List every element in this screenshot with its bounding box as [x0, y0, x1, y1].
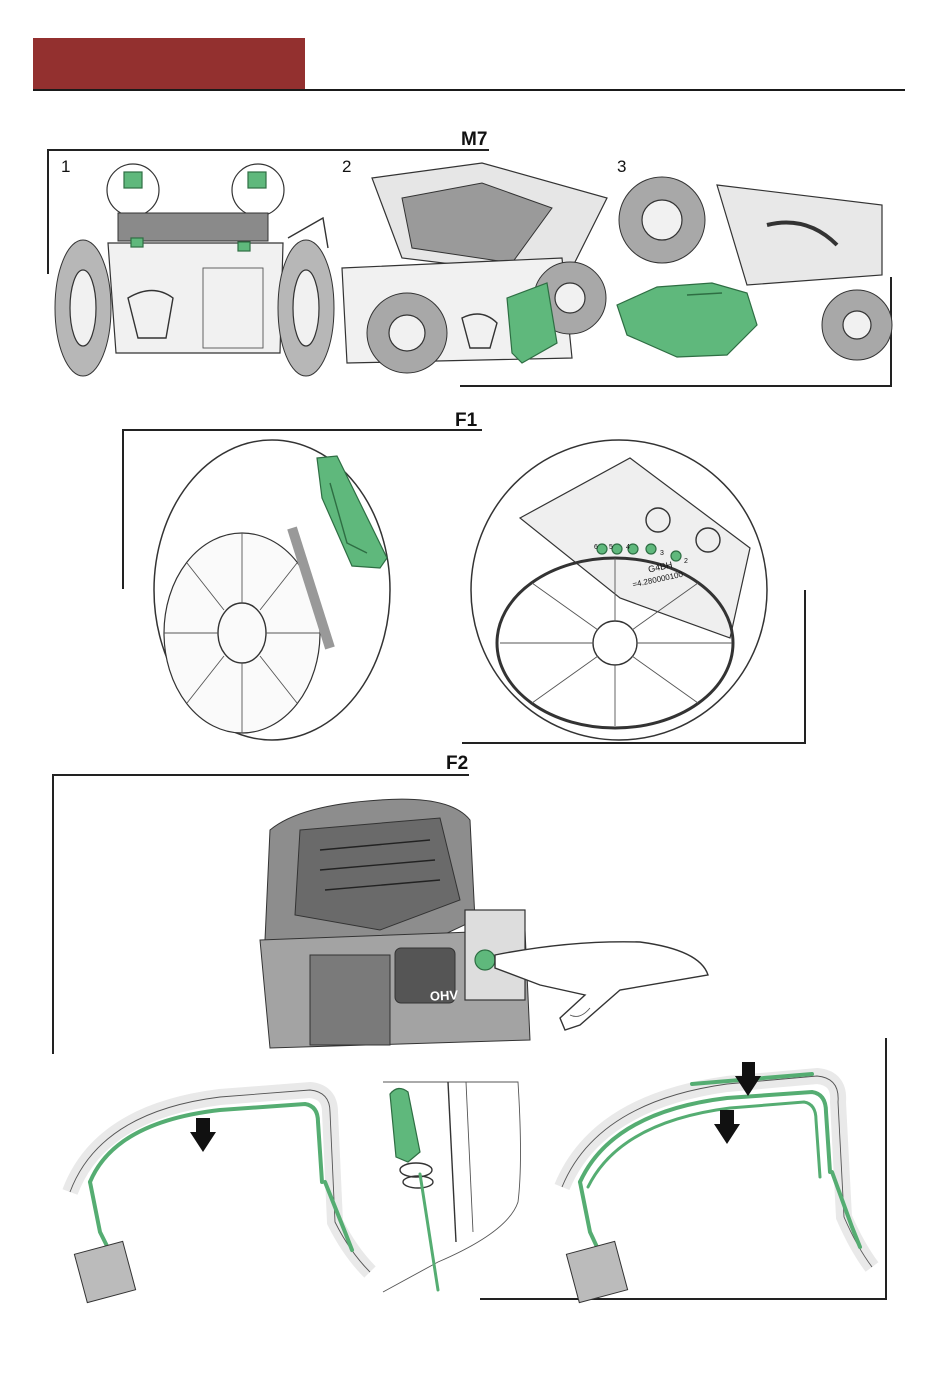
- height-marker-2: 2: [684, 558, 688, 565]
- f2-handle-left-illustration: [60, 1082, 380, 1302]
- height-marker-3: 3: [660, 550, 664, 557]
- section-label-f2: F2: [446, 753, 468, 775]
- m7-step-1-illustration: [48, 158, 338, 383]
- height-marker-6: 6: [594, 544, 598, 551]
- engine-badge-text: OHV: [423, 987, 466, 1004]
- section-label-m7: M7: [461, 129, 487, 151]
- m7-step-2-illustration: [342, 158, 610, 383]
- f1-wheel-closeup-illustration: [152, 438, 392, 743]
- height-marker-4: 4: [626, 544, 630, 551]
- header-color-bar: [33, 38, 305, 90]
- header-rule: [33, 89, 905, 91]
- m7-step-3-number: 3: [617, 157, 626, 177]
- f1-height-adjust-illustration: [470, 438, 770, 743]
- f2-engine-start-illustration: [240, 790, 710, 1058]
- height-marker-5: 5: [609, 544, 613, 551]
- m7-step-3-illustration: [617, 175, 885, 365]
- f2-screwdriver-illustration: [378, 1082, 528, 1292]
- f2-handle-right-illustration: [552, 1062, 892, 1302]
